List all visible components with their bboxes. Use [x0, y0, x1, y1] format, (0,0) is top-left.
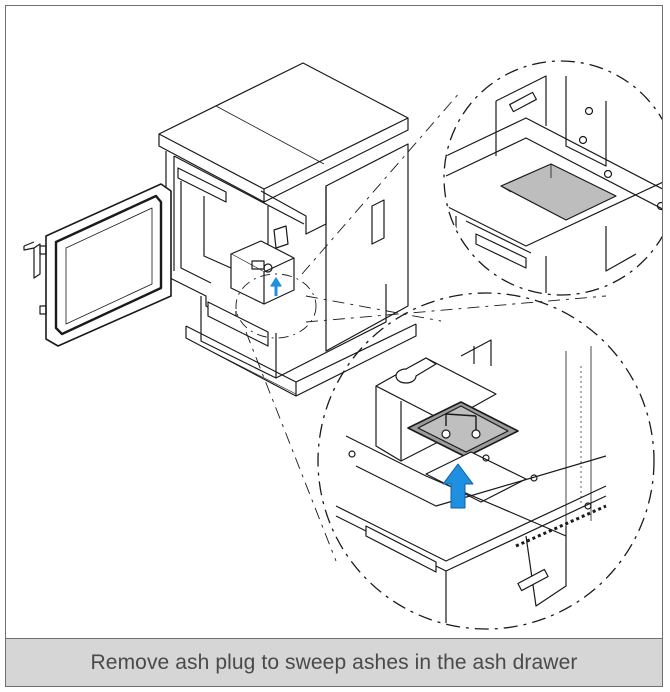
- figure-caption: Remove ash plug to sweep ashes in the as…: [90, 650, 578, 674]
- stove-illustration: [23, 60, 662, 630]
- figure-frame: Remove ash plug to sweep ashes in the as…: [5, 5, 663, 687]
- stove-body: [158, 62, 417, 397]
- detail-ash-plug: [317, 292, 655, 630]
- detail-ash-opening: [443, 60, 662, 296]
- callout-leaders: [235, 90, 607, 562]
- up-arrow-icon: [442, 463, 474, 509]
- stove-door: [23, 183, 172, 347]
- caption-bar: Remove ash plug to sweep ashes in the as…: [6, 638, 662, 686]
